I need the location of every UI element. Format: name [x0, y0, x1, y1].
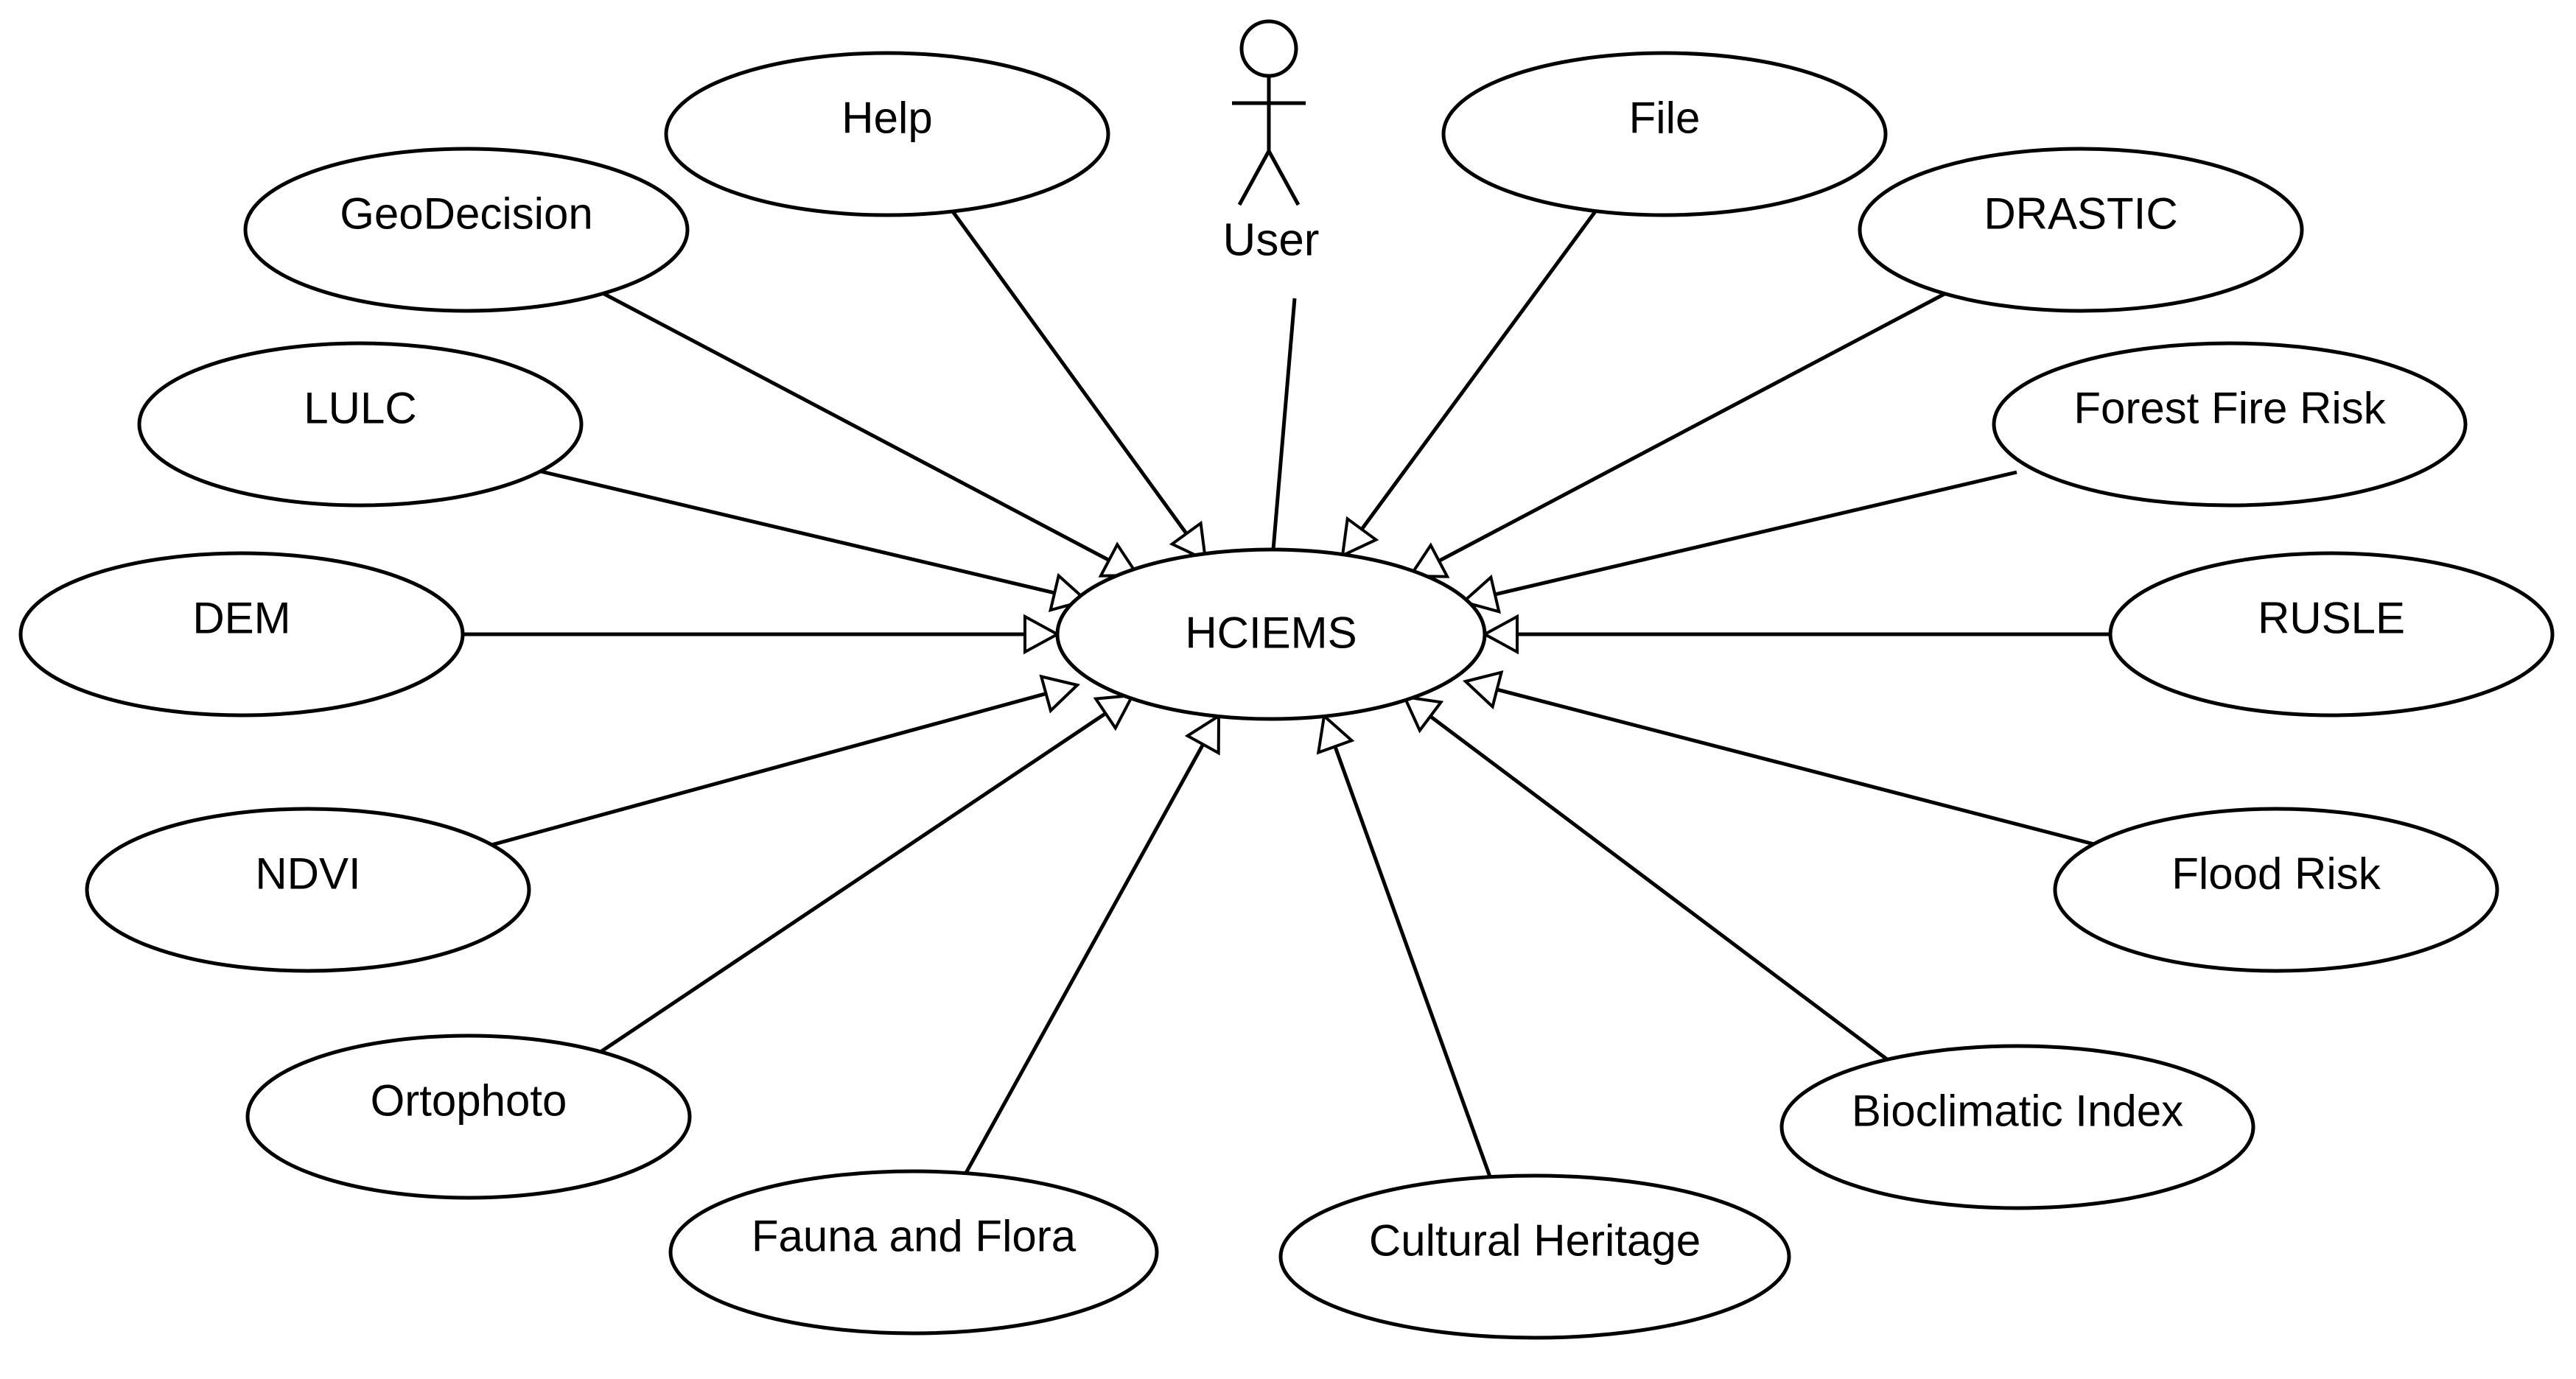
use-case-flood-risk[interactable]: Flood Risk [2053, 807, 2499, 973]
bioclimatic-index-label: Bioclimatic Index [1852, 1087, 2183, 1136]
ortophoto-label: Ortophoto [371, 1076, 567, 1126]
rusle-label: RUSLE [2258, 594, 2405, 643]
geodecision-label: GeoDecision [340, 189, 593, 239]
fauna-and-flora-arrowhead [1184, 713, 1221, 756]
forest-fire-risk-label: Forest Fire Risk [2073, 384, 2386, 433]
use-case-fauna-and-flora[interactable]: Fauna and Flora [668, 1169, 1159, 1336]
user-actor: User [1223, 19, 1320, 266]
fauna-and-flora-ellipse [668, 1169, 1159, 1336]
geodecision-association-line [601, 291, 1139, 578]
help-association-line [948, 207, 1208, 561]
ndvi-ellipse [85, 807, 531, 973]
dem-ellipse [18, 551, 465, 717]
file-ellipse [1441, 51, 1888, 217]
geodecision-ellipse [243, 147, 690, 313]
cultural-heritage-arrowhead [1316, 713, 1355, 755]
rusle-arrowhead [1481, 614, 1519, 655]
use-case-drastic[interactable]: DRASTIC [1858, 147, 2304, 313]
ortophoto-association-line [595, 693, 1134, 1057]
ndvi-label: NDVI [255, 849, 360, 899]
dem-arrowhead [1023, 614, 1061, 655]
ndvi-arrowhead [1039, 674, 1081, 714]
user-association-line [1271, 298, 1297, 550]
cultural-heritage-association-line [1322, 715, 1493, 1179]
use-case-dem[interactable]: DEM [18, 551, 465, 717]
use-case-lulc[interactable]: LULC [137, 341, 584, 508]
use-case-ortophoto[interactable]: Ortophoto [245, 1034, 692, 1200]
actor-right-leg [1267, 150, 1301, 206]
dem-label: DEM [192, 594, 290, 643]
forest-fire-risk-ellipse [1992, 341, 2468, 508]
fauna-and-flora-label: Fauna and Flora [752, 1212, 1077, 1261]
use-case-help[interactable]: Help [664, 51, 1110, 217]
lulc-ellipse [137, 341, 584, 508]
lulc-label: LULC [304, 384, 416, 433]
flood-risk-association-line [1465, 679, 2095, 846]
use-case-ndvi[interactable]: NDVI [85, 807, 531, 973]
ortophoto-arrowhead [1093, 693, 1135, 731]
use-case-file[interactable]: File [1441, 51, 1888, 217]
drastic-label: DRASTIC [1984, 189, 2177, 239]
bioclimatic-index-ellipse [1779, 1044, 2255, 1210]
use-case-cultural-heritage[interactable]: Cultural Heritage [1278, 1173, 1791, 1340]
ortophoto-ellipse [245, 1034, 692, 1200]
file-label: File [1629, 94, 1701, 143]
help-arrowhead [1169, 520, 1208, 563]
hciems-label: HCIEMS [1185, 608, 1357, 658]
help-label: Help [841, 94, 932, 143]
bioclimatic-index-association-line [1403, 695, 1889, 1061]
cultural-heritage-ellipse [1278, 1173, 1791, 1340]
flood-risk-ellipse [2053, 807, 2499, 973]
use-case-forest-fire-risk[interactable]: Forest Fire Risk [1992, 341, 2468, 508]
file-association-line [1340, 207, 1600, 557]
forest-fire-risk-association-line [1463, 470, 2017, 604]
cultural-heritage-label: Cultural Heritage [1369, 1216, 1701, 1266]
ndvi-association-line [491, 683, 1078, 847]
bioclimatic-index-arrowhead [1401, 695, 1444, 734]
drastic-association-line [1409, 292, 1946, 578]
flood-risk-arrowhead [1462, 670, 1504, 710]
help-ellipse [664, 51, 1110, 217]
lulc-association-line [537, 469, 1087, 603]
fauna-and-flora-association-line [963, 715, 1221, 1176]
actor-head [1239, 19, 1298, 78]
hciems-node: HCIEMS [1055, 547, 1487, 721]
use-case-geodecision[interactable]: GeoDecision [243, 147, 690, 313]
hciems-ellipse [1055, 547, 1487, 721]
flood-risk-label: Flood Risk [2171, 849, 2381, 899]
drastic-ellipse [1858, 147, 2304, 313]
use-case-bioclimatic-index[interactable]: Bioclimatic Index [1779, 1044, 2255, 1210]
actor-left-leg [1237, 150, 1271, 206]
file-arrowhead [1340, 516, 1379, 558]
use-case-rusle[interactable]: RUSLE [2108, 551, 2555, 717]
actor-label: User [1223, 215, 1320, 266]
rusle-ellipse [2108, 551, 2555, 717]
association-lines [463, 207, 2110, 1179]
